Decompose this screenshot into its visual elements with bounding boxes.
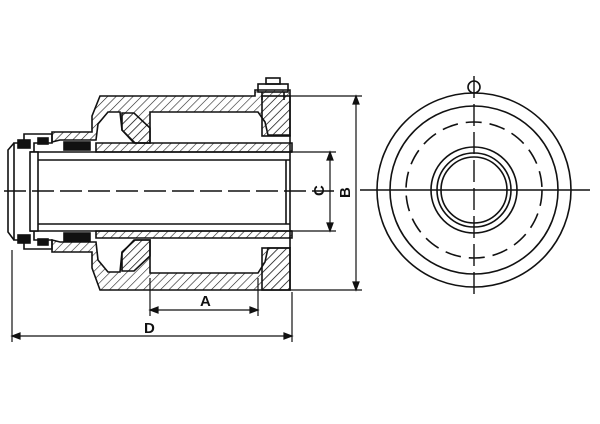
piston-ring-lower [121, 239, 151, 272]
seal-lower [17, 234, 31, 244]
end-cap-lower [261, 247, 291, 291]
piston-sleeve [95, 142, 293, 153]
dimensions [10, 94, 362, 342]
dim-label-b: B [337, 187, 354, 198]
seal-lower-3 [63, 232, 91, 242]
piston-ring-upper [121, 112, 151, 144]
seal-lower-2 [37, 238, 49, 246]
seal-upper-3 [63, 141, 91, 151]
dim-label-c: C [311, 185, 328, 196]
seal-upper-2 [37, 137, 49, 145]
housing-upper [51, 89, 291, 144]
end-view-centerlines [360, 76, 590, 298]
dim-label-a: A [200, 293, 211, 310]
piston-sleeve-lower [95, 230, 293, 239]
dim-label-d: D [144, 320, 155, 337]
seal-upper [17, 139, 31, 149]
housing-lower [51, 238, 291, 291]
section-view [7, 77, 293, 291]
end-cap-upper [261, 95, 291, 137]
